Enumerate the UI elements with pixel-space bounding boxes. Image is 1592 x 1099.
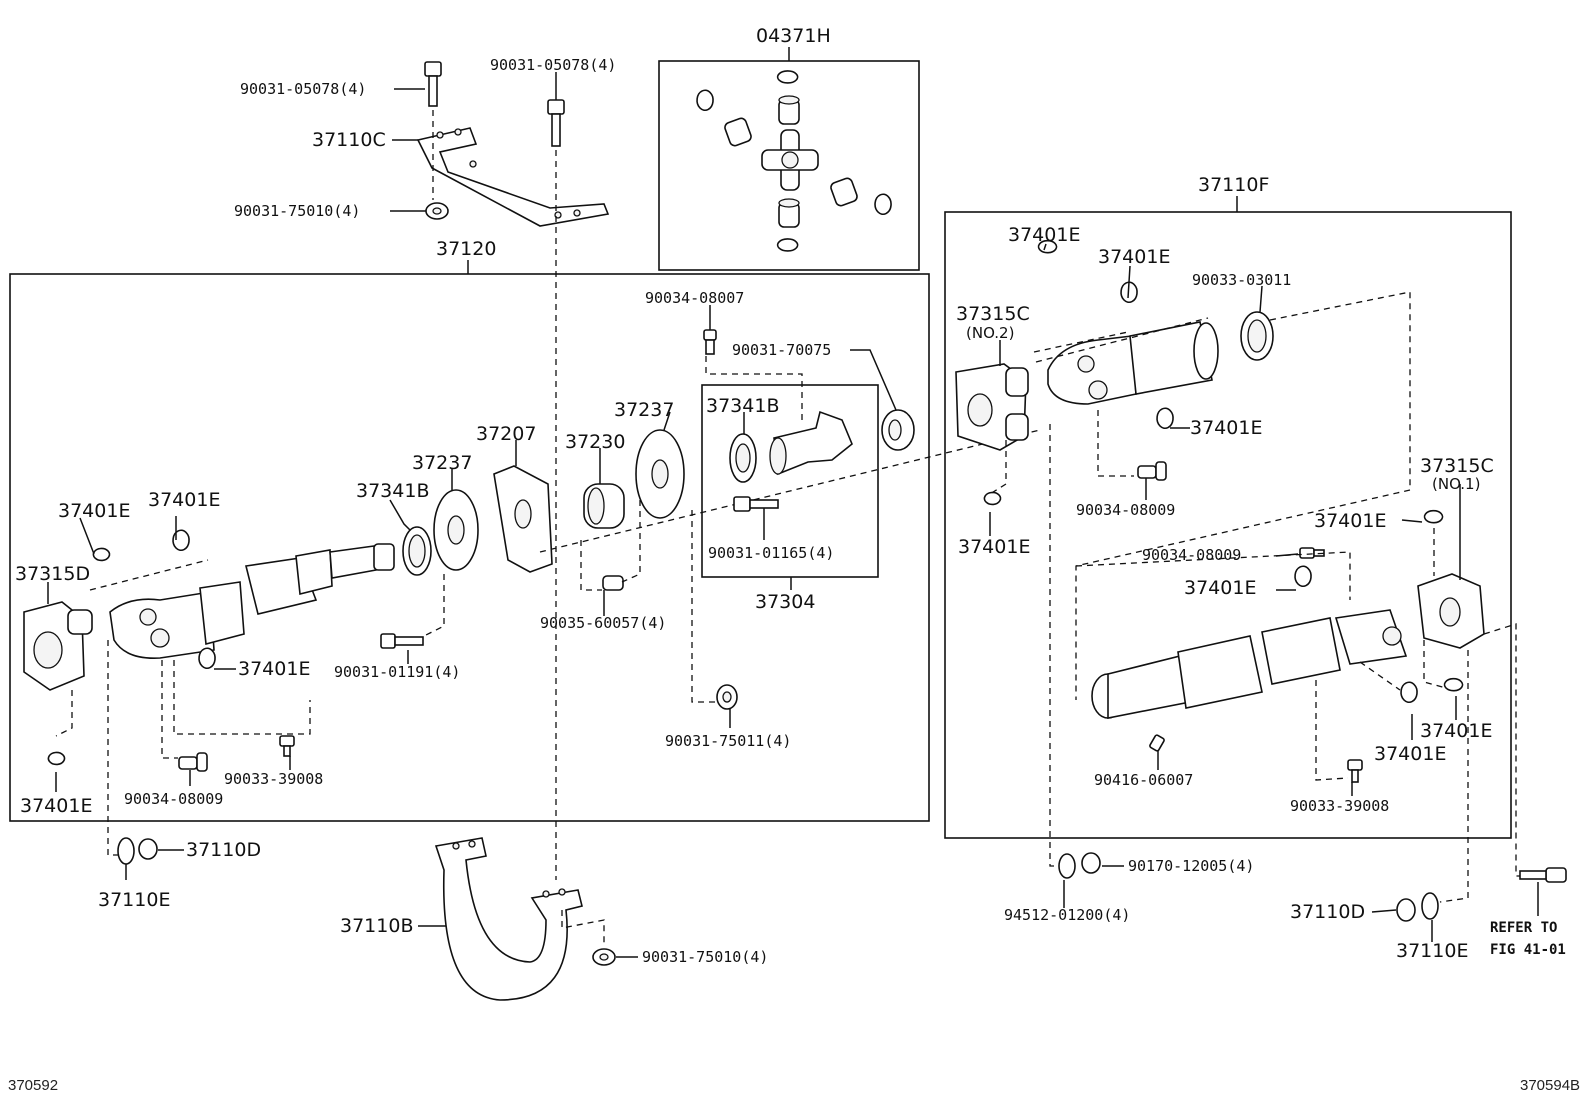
label-washer-37237-right: 37237 — [614, 399, 674, 421]
label-bearing-37341b-left: 37341B — [356, 480, 429, 502]
label-washer-37110d-left: 37110D — [186, 839, 261, 861]
nut-icon — [425, 202, 449, 220]
box-title-center-bearing: 37304 — [755, 591, 815, 613]
label-fitting-08009-left: 90034-08009 — [124, 790, 223, 808]
label-clip-r4: 37401E — [958, 536, 1030, 558]
center-bearing-box — [701, 384, 879, 578]
rear-tube-upper-icon — [1129, 321, 1219, 395]
label-flange-no2-sub: (NO.2) — [966, 324, 1014, 342]
label-clip-r2: 37401E — [1098, 246, 1170, 268]
label-refer-line1: REFER TO — [1490, 920, 1557, 936]
label-nut-top: 90031-75010(4) — [234, 202, 360, 220]
label-bearing-37341b-right: 37341B — [706, 395, 779, 417]
box-title-front-shaft: 37120 — [436, 238, 496, 260]
label-clip-r8: 37401E — [1420, 720, 1492, 742]
label-flange-no2: 37315C — [956, 303, 1030, 325]
pin-icon — [602, 575, 624, 591]
box-title-spider-kit: 04371H — [756, 25, 831, 47]
label-bracket-b: 37110B — [340, 915, 413, 937]
bracket-37110c-icon — [416, 127, 610, 227]
yoke-icon — [109, 591, 215, 659]
label-clip-left-4: 37401E — [20, 795, 92, 817]
bearing-cup-icon — [724, 95, 858, 228]
washer-37237-icon — [433, 429, 685, 571]
front-tube-icon — [199, 543, 395, 646]
leader-lines — [47, 72, 1539, 958]
label-clip-r1: 37401E — [1008, 224, 1080, 246]
label-refer-line2: FIG 41-01 — [1490, 942, 1566, 958]
label-flange-37315d: 37315D — [15, 563, 90, 585]
label-bolt-top-right: 90031-05078(4) — [490, 56, 616, 74]
nut-bottom-icon — [592, 948, 616, 966]
clip-icon — [47, 529, 216, 766]
label-fitting-08009-r1: 90034-08009 — [1076, 501, 1175, 519]
label-nut-70075: 90031-70075 — [732, 341, 831, 359]
bracket-37110b-icon — [434, 837, 583, 1001]
label-washer-37110d-right: 37110D — [1290, 901, 1365, 923]
label-clip-r7: 37401E — [1374, 743, 1446, 765]
seal-03011-icon — [1240, 311, 1274, 361]
footer-right-code: 370594B — [1520, 1077, 1580, 1094]
label-plug-39008-left: 90033-39008 — [224, 770, 323, 788]
universal-joint-spider-icon — [761, 129, 819, 191]
label-pin-60057: 90035-60057(4) — [540, 614, 666, 632]
front-shaft-box — [9, 273, 930, 822]
cushion-37230-icon — [583, 483, 625, 529]
label-washer-37237-left: 37237 — [412, 452, 472, 474]
label-nut-bottom: 90031-75010(4) — [642, 948, 768, 966]
label-cushion-37230: 37230 — [565, 431, 625, 453]
label-fitting-08009-r2: 90034-08009 — [1142, 546, 1241, 564]
rear-shaft-box — [944, 211, 1512, 839]
center-bearing-icon — [729, 410, 853, 483]
nut-75011-icon — [716, 684, 738, 710]
label-clip-r5: 37401E — [1314, 510, 1386, 532]
label-grease-fitting-top: 90034-08007 — [645, 289, 744, 307]
label-bolt-top-left: 90031-05078(4) — [240, 80, 366, 98]
label-flange-no1: 37315C — [1420, 455, 1494, 477]
box-title-rear-shaft: 37110F — [1198, 174, 1269, 196]
label-washer-37110e-left: 37110E — [98, 889, 170, 911]
label-clip-left-3: 37401E — [238, 658, 310, 680]
label-seal-03011: 90033-03011 — [1192, 271, 1291, 289]
snap-ring-icon — [696, 70, 892, 252]
label-plug-39008-right: 90033-39008 — [1290, 797, 1389, 815]
label-nut-75011: 90031-75011(4) — [665, 732, 791, 750]
grease-fitting-icon — [178, 735, 295, 772]
seal-ring-icon — [402, 526, 432, 576]
label-bolt-01165: 90031-01165(4) — [708, 544, 834, 562]
flange-37315c-no2-icon — [955, 363, 1029, 451]
footer-left-code: 370592 — [8, 1077, 58, 1094]
grease-fitting-top-icon — [703, 329, 717, 355]
label-clip-left-2: 37401E — [148, 489, 220, 511]
nut-70075-icon — [881, 409, 915, 451]
label-clip-r3: 37401E — [1190, 417, 1262, 439]
refer-bolt-icon — [1519, 867, 1567, 883]
label-washer-37110e-right: 37110E — [1396, 940, 1468, 962]
label-flange-no1-sub: (NO.1) — [1432, 475, 1480, 493]
bolt-01191-icon — [380, 633, 424, 649]
label-washer-94512: 94512-01200(4) — [1004, 906, 1130, 924]
flange-37315c-no1-icon — [1417, 573, 1485, 649]
rear-grease-fitting-icon — [1137, 461, 1363, 783]
label-fitting-06007: 90416-06007 — [1094, 771, 1193, 789]
label-cushion-37207: 37207 — [476, 423, 536, 445]
bolt-icon — [424, 61, 565, 147]
label-bolt-01191: 90031-01191(4) — [334, 663, 460, 681]
label-bracket-c: 37110C — [312, 129, 386, 151]
flange-37315d-icon — [23, 601, 93, 691]
label-clip-r6: 37401E — [1184, 577, 1256, 599]
cushion-37207-icon — [493, 465, 553, 573]
rear-tube-lower-icon — [1091, 609, 1408, 719]
label-clip-left-1: 37401E — [58, 500, 130, 522]
rear-washer-icon — [1058, 852, 1439, 922]
label-nut-12005: 90170-12005(4) — [1128, 857, 1254, 875]
washer-37110e-icon — [117, 837, 158, 865]
